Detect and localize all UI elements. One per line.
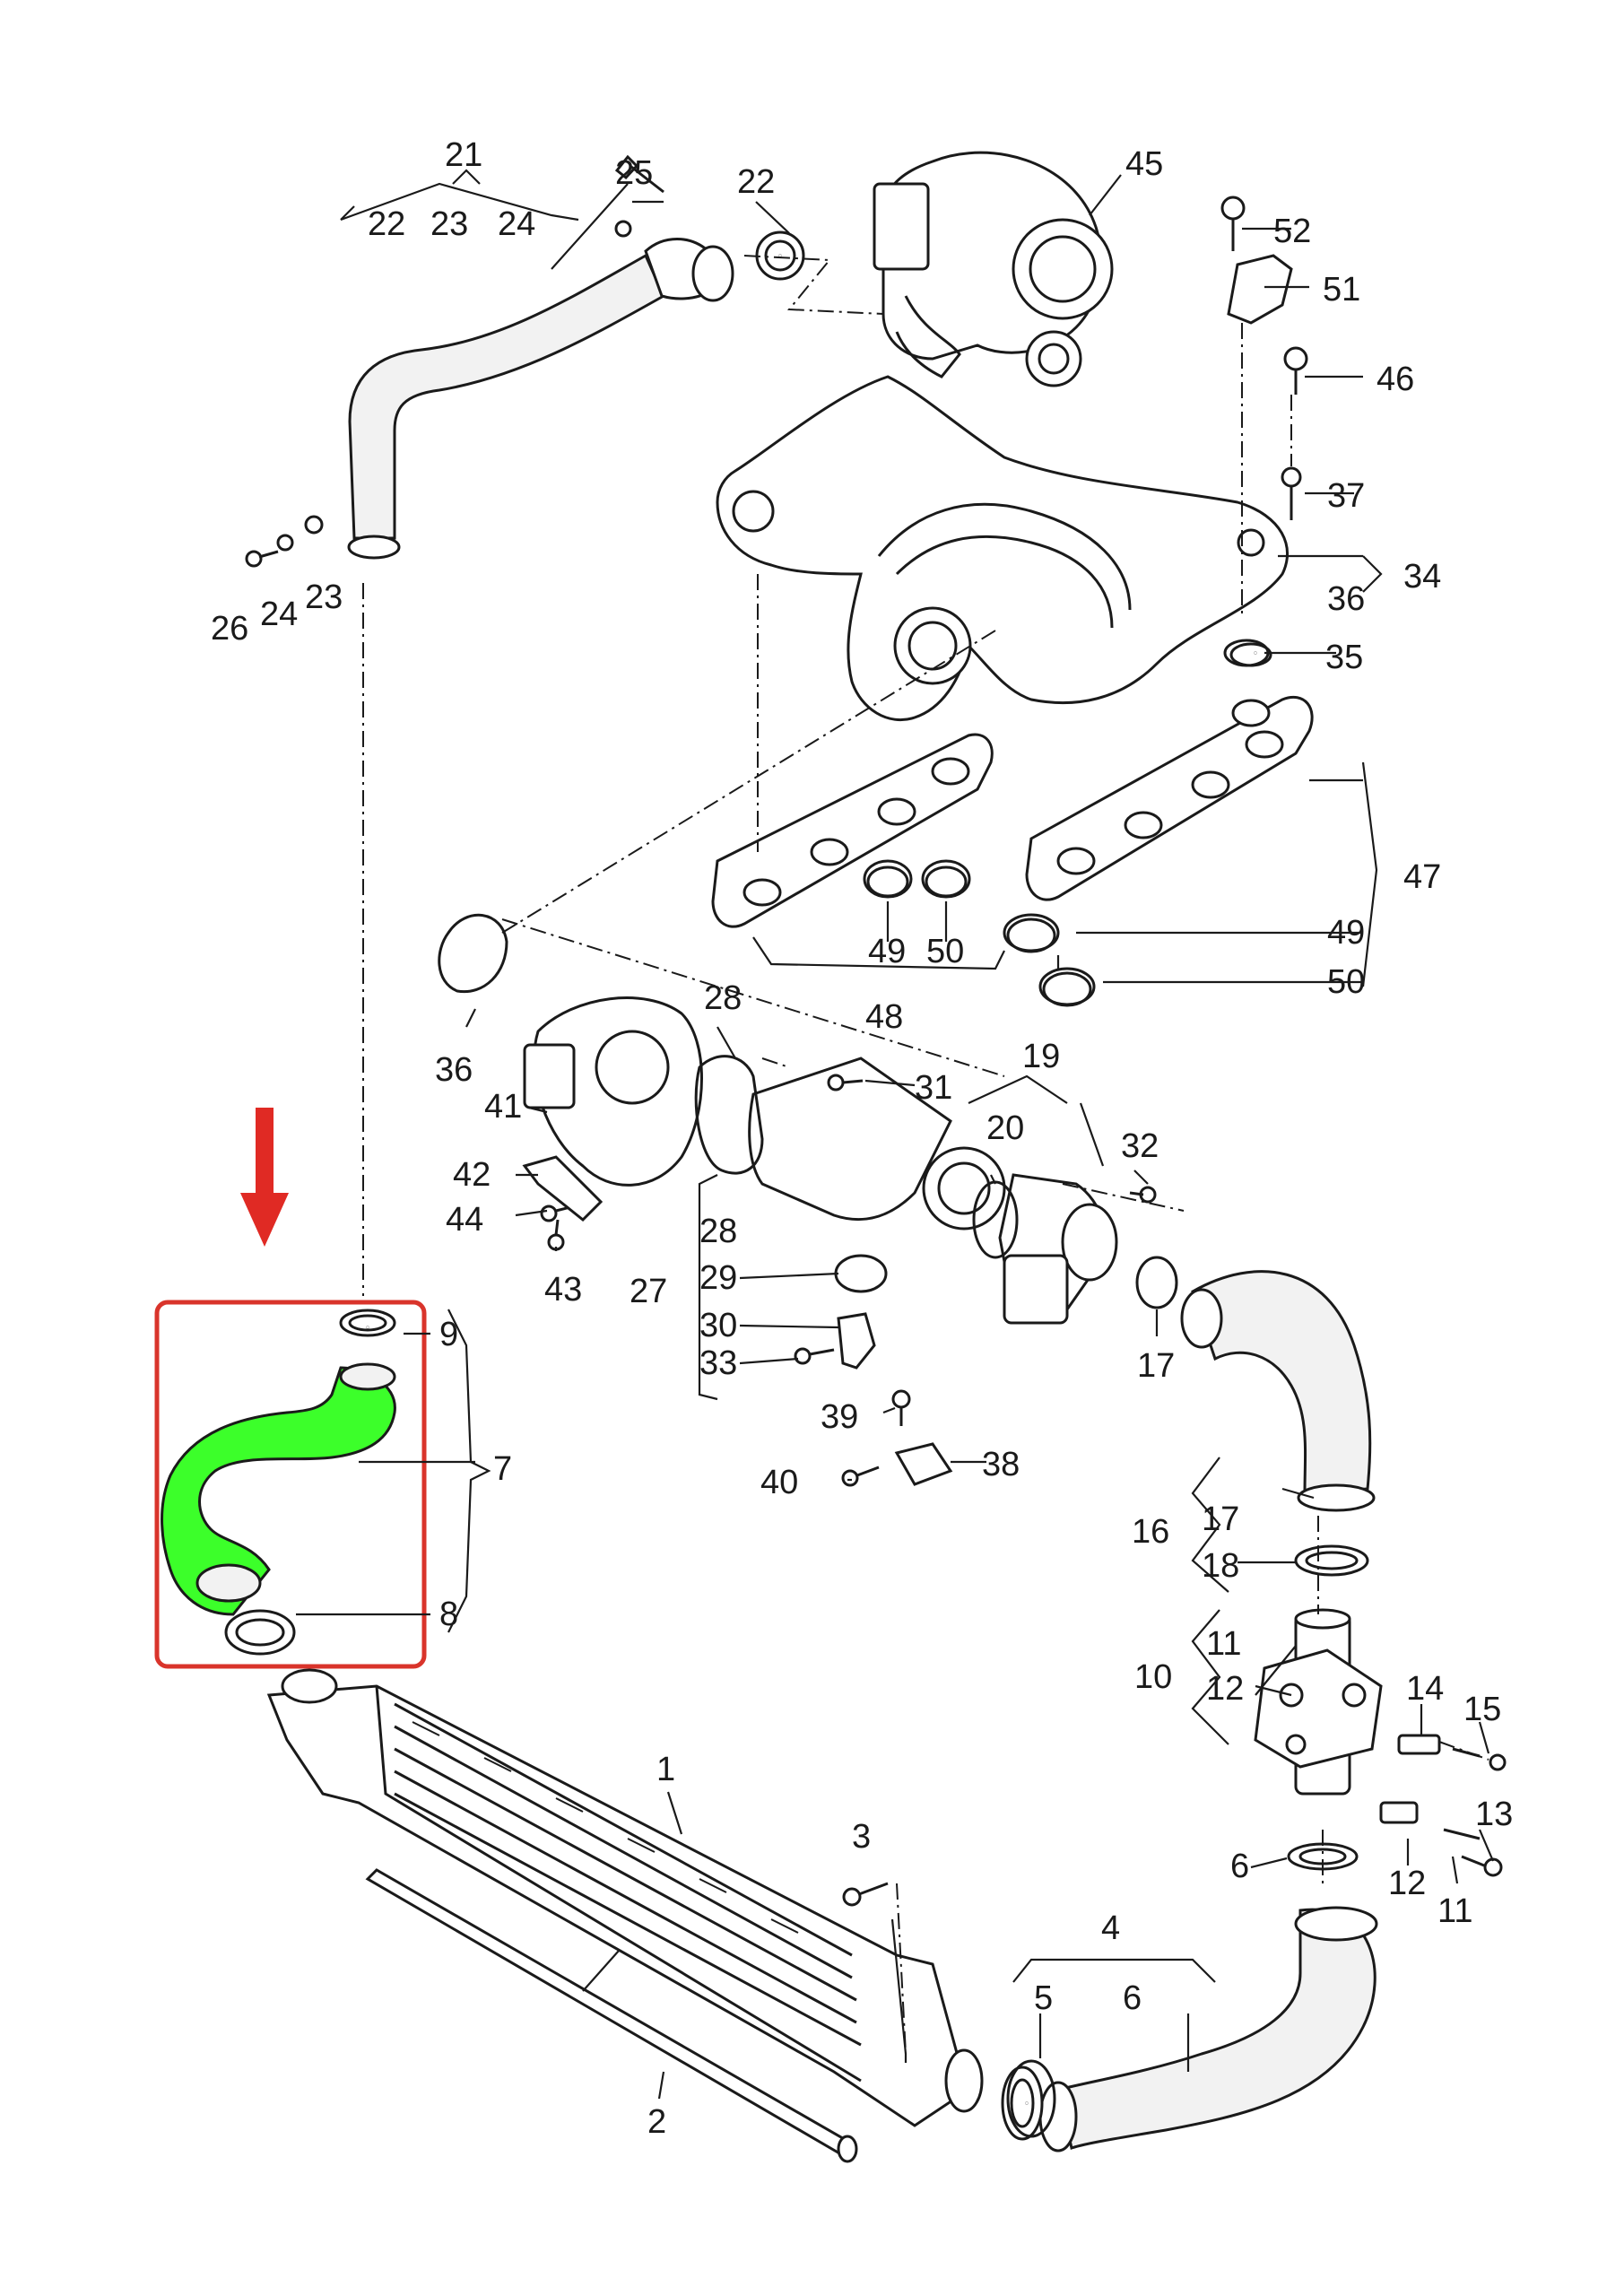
manifold-flange-left xyxy=(711,733,994,928)
callout-28: 28 xyxy=(699,1213,737,1250)
intake-manifold xyxy=(716,375,1290,722)
callout-40: 40 xyxy=(760,1464,798,1501)
callout-45: 45 xyxy=(1125,145,1163,183)
callout-6-clamp: 6 xyxy=(1230,1848,1249,1885)
callout-18: 18 xyxy=(1202,1547,1239,1585)
callout-34: 34 xyxy=(1403,558,1441,596)
callout-22: 22 xyxy=(368,205,405,243)
callout-46: 46 xyxy=(1376,361,1414,398)
callout-22-ring: 22 xyxy=(737,163,775,201)
callout-17: 17 xyxy=(1202,1500,1239,1538)
small-parts xyxy=(245,196,1507,2138)
hose-upper-right xyxy=(1180,1270,1376,1577)
callout-11: 11 xyxy=(1206,1625,1241,1663)
callout-50-right: 50 xyxy=(1327,963,1365,1001)
callout-17-ring: 17 xyxy=(1137,1347,1175,1385)
callout-35: 35 xyxy=(1325,639,1363,676)
callout-44: 44 xyxy=(446,1201,483,1239)
callout-38: 38 xyxy=(982,1446,1020,1483)
callout-9: 9 xyxy=(439,1316,458,1353)
callout-43: 43 xyxy=(544,1271,582,1309)
callout-12: 12 xyxy=(1206,1670,1244,1708)
callout-11-washer: 11 xyxy=(1437,1892,1472,1930)
assembly-guides xyxy=(362,255,1489,2055)
callout-47: 47 xyxy=(1403,858,1441,896)
leader-lines xyxy=(296,169,1495,2100)
callout-24: 24 xyxy=(498,205,535,243)
callout-1: 1 xyxy=(656,1751,675,1788)
callout-7: 7 xyxy=(493,1450,512,1488)
turbocharger xyxy=(873,151,1114,387)
connector-pipe xyxy=(1254,1608,1481,1871)
callout-50-left: 50 xyxy=(926,933,964,970)
callout-27: 27 xyxy=(630,1273,667,1310)
callout-31: 31 xyxy=(915,1069,952,1107)
callout-49-right: 49 xyxy=(1327,914,1365,952)
callout-14: 14 xyxy=(1406,1670,1444,1708)
callout-48: 48 xyxy=(865,998,903,1036)
callout-21: 21 xyxy=(445,136,482,174)
callout-30: 30 xyxy=(699,1307,737,1344)
callout-52: 52 xyxy=(1273,213,1311,250)
manifold-flange-right xyxy=(1003,642,1314,1006)
callout-33: 33 xyxy=(699,1344,737,1382)
highlight-frame xyxy=(154,1300,427,1669)
callout-23-washer: 23 xyxy=(305,578,343,616)
callout-51: 51 xyxy=(1323,271,1360,309)
callout-4: 4 xyxy=(1101,1909,1120,1947)
callout-39: 39 xyxy=(821,1398,858,1436)
callout-25: 25 xyxy=(615,154,653,192)
callout-36-ring: 36 xyxy=(435,1051,473,1089)
callout-42: 42 xyxy=(453,1156,491,1194)
throttle-body xyxy=(523,996,703,1187)
callout-12-sensor: 12 xyxy=(1388,1865,1426,1902)
callout-13: 13 xyxy=(1475,1796,1513,1833)
callout-37: 37 xyxy=(1327,477,1365,515)
highlighted-hose xyxy=(161,1309,396,1656)
callout-49-left: 49 xyxy=(868,933,906,970)
callout-24-screw: 24 xyxy=(260,596,298,633)
callout-41: 41 xyxy=(484,1088,522,1126)
seal-strip xyxy=(365,1868,858,2163)
callout-36-manifold: 36 xyxy=(1327,580,1365,618)
intake-connector xyxy=(748,1057,1118,1325)
callout-19: 19 xyxy=(1022,1038,1060,1075)
callout-10: 10 xyxy=(1134,1658,1172,1696)
red-arrow-indicator xyxy=(240,1108,289,1247)
hose-lower-right xyxy=(1001,1906,1378,2152)
callout-29: 29 xyxy=(699,1259,737,1297)
upper-pipe xyxy=(347,154,805,560)
callout-32: 32 xyxy=(1121,1127,1159,1165)
callout-numbers: 21 22 23 24 25 22 45 52 51 46 37 34 36 3… xyxy=(211,136,1513,2141)
callout-23: 23 xyxy=(430,205,468,243)
callout-2: 2 xyxy=(647,2103,666,2141)
callout-6: 6 xyxy=(1123,1979,1142,2017)
callout-5: 5 xyxy=(1034,1979,1053,2017)
callout-3: 3 xyxy=(852,1818,871,1856)
callout-28-gasket: 28 xyxy=(704,979,742,1017)
callout-26: 26 xyxy=(211,610,248,648)
callout-20: 20 xyxy=(986,1109,1024,1147)
callout-15: 15 xyxy=(1463,1691,1501,1728)
callout-8: 8 xyxy=(439,1596,458,1633)
callout-16: 16 xyxy=(1132,1513,1169,1551)
intercooler xyxy=(266,1668,984,2127)
